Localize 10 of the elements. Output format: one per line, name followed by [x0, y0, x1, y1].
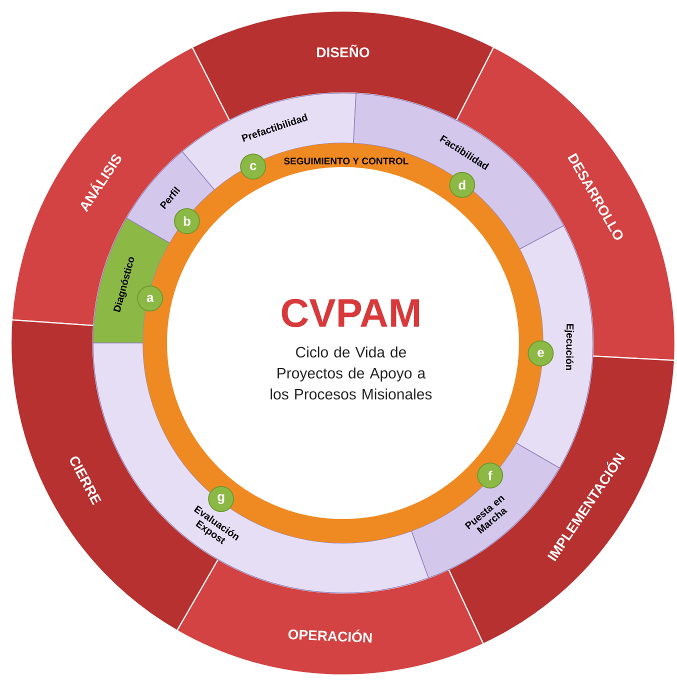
- ring-segment: OPERACIÓN: [176, 558, 484, 676]
- title: CVPAM: [282, 298, 420, 328]
- step-badge: f: [477, 462, 504, 488]
- step-badge: e: [528, 340, 554, 366]
- step-badge: g: [208, 486, 234, 512]
- step-badge: b: [174, 208, 200, 234]
- step-badge: c: [240, 154, 266, 180]
- subtitle: Ciclo de Vida de Proyectos de Apoyo a los Procesos Misionales: [270, 346, 432, 400]
- step-badge: a: [137, 285, 164, 312]
- step-badge: d: [449, 172, 476, 198]
